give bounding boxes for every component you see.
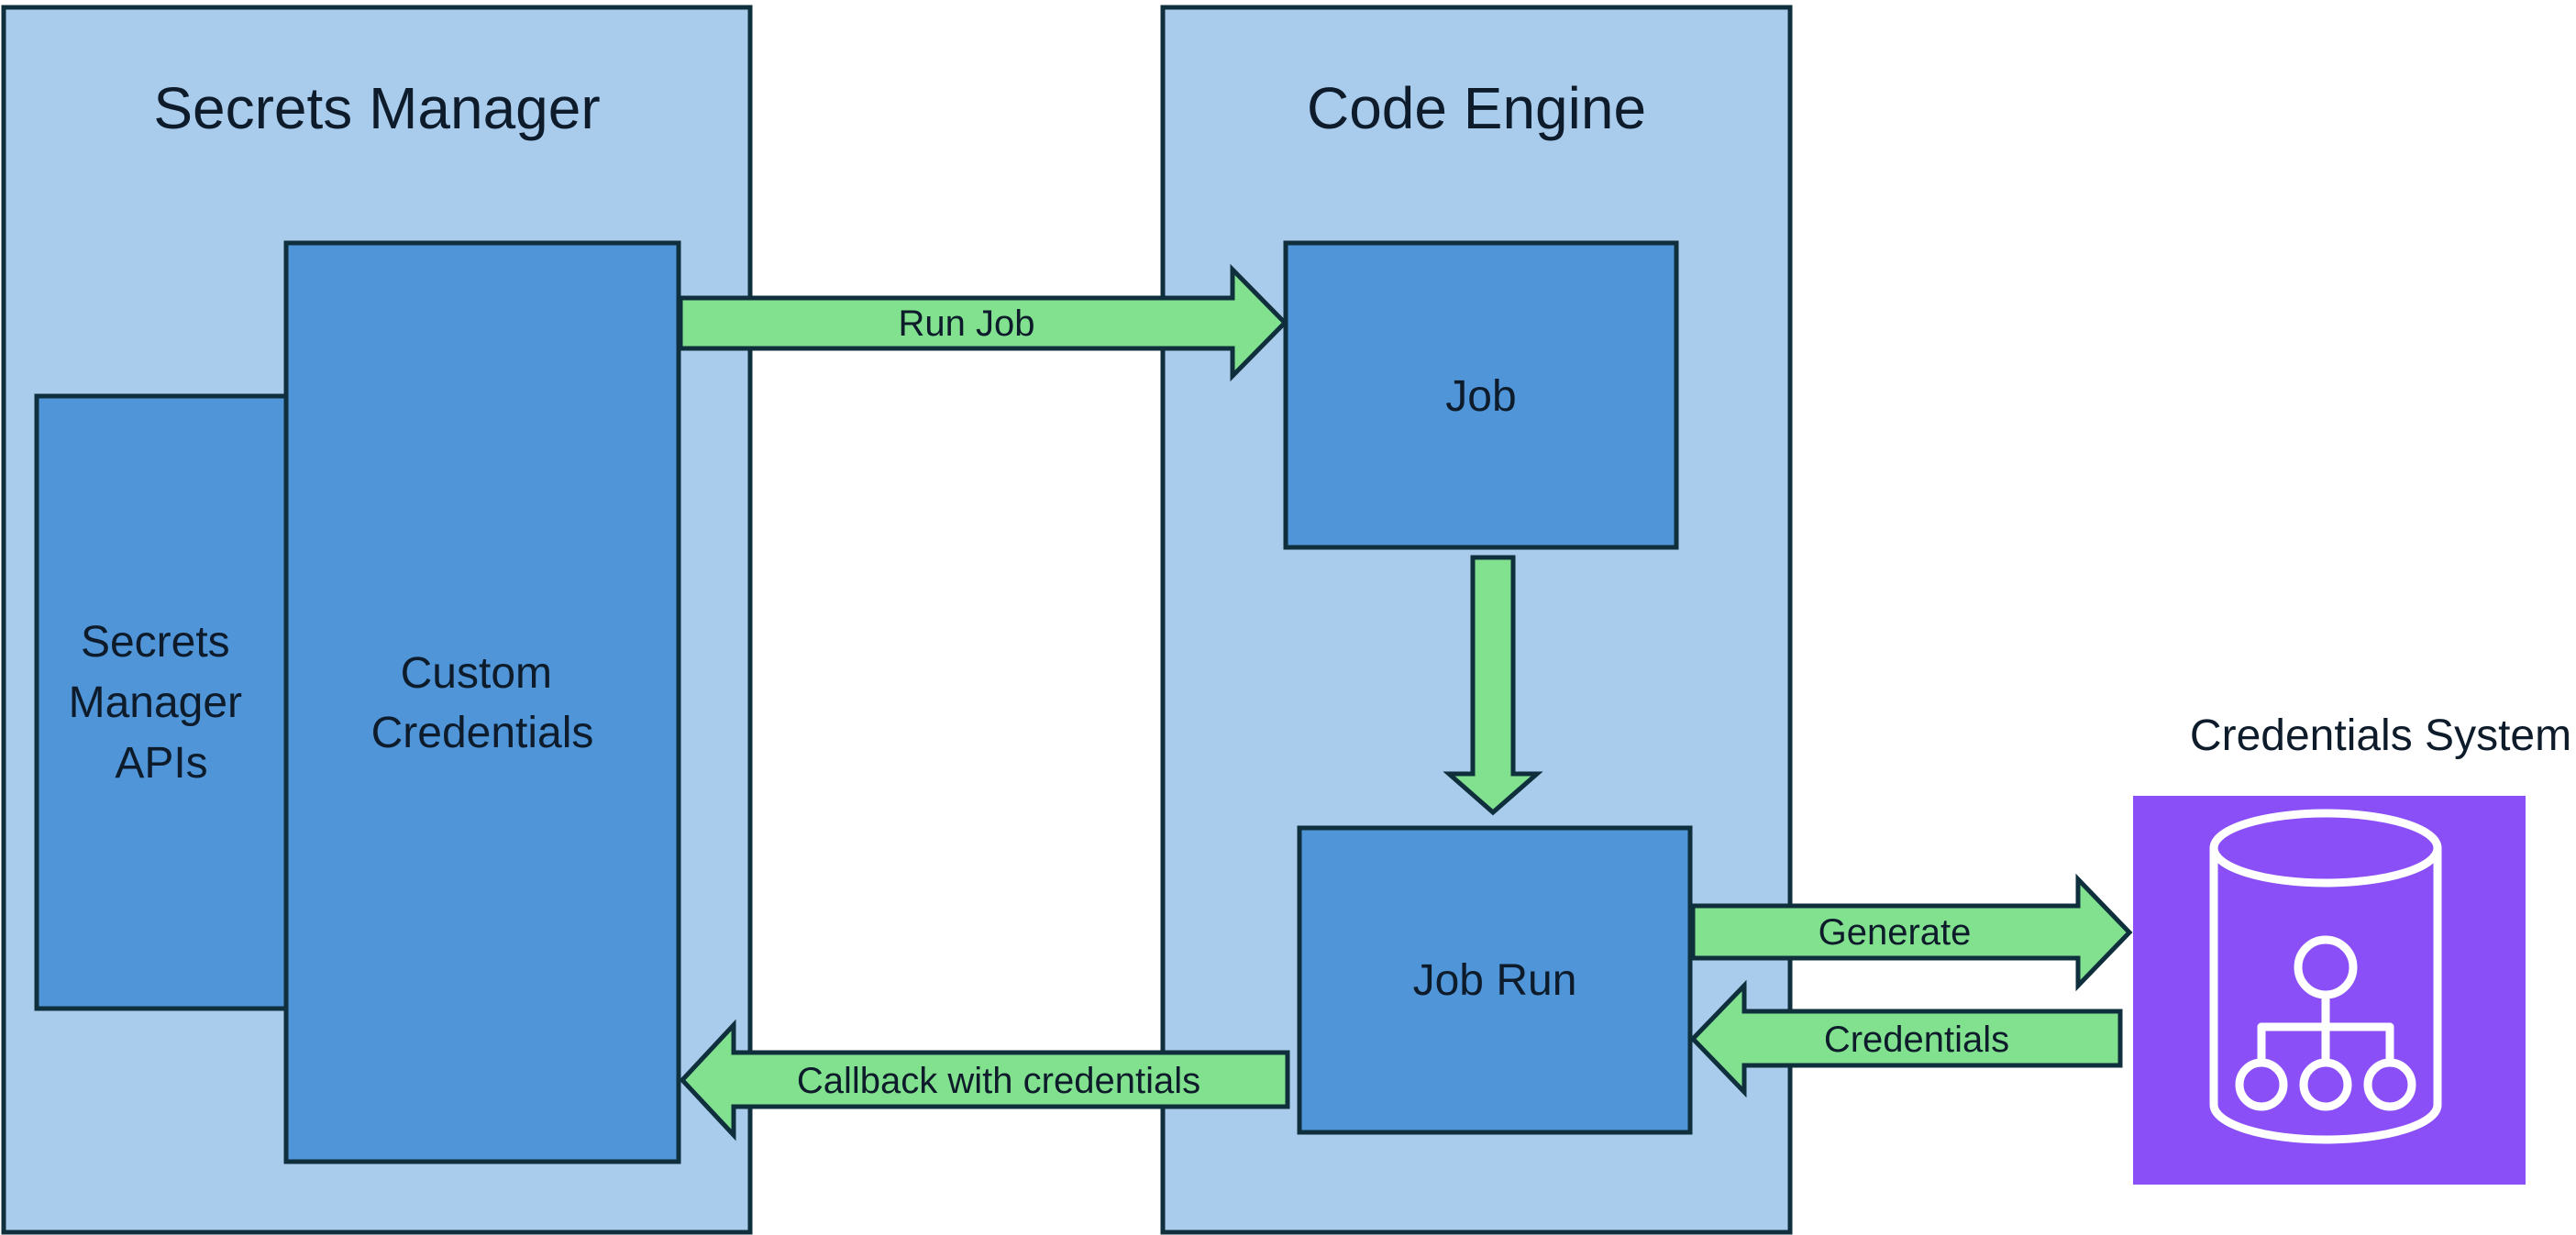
apis-label-line-2: Manager xyxy=(69,678,242,727)
run-job-arrow: Run Job xyxy=(678,263,1288,382)
custom-credentials-line-2: Credentials xyxy=(371,709,594,757)
secrets-manager-apis-box: Secrets Manager APIs xyxy=(34,393,291,1011)
credentials-arrow: Credentials xyxy=(1689,979,2123,1098)
callback-arrow: Callback with credentials xyxy=(679,1019,1290,1141)
secrets-manager-title: Secrets Manager xyxy=(153,75,600,141)
code-engine-title: Code Engine xyxy=(1307,75,1646,141)
apis-label-line-1: Secrets xyxy=(81,618,230,667)
job-box: Job xyxy=(1283,240,1679,550)
database-hierarchy-icon xyxy=(2209,809,2442,1144)
svg-text:Custom Credentials: Custom Credentials xyxy=(371,649,594,757)
credentials-system: Credentials System xyxy=(2133,711,2571,1185)
custom-credentials-box: Custom Credentials xyxy=(283,240,681,1164)
generate-arrow: Generate xyxy=(1690,873,2133,992)
credentials-system-tile xyxy=(2133,796,2526,1185)
credentials-label: Credentials xyxy=(1824,1020,2009,1060)
credentials-system-title: Credentials System xyxy=(2190,711,2571,760)
custom-credentials-line-1: Custom xyxy=(401,649,552,698)
apis-label-line-3: APIs xyxy=(115,739,207,788)
run-job-label: Run Job xyxy=(899,303,1035,344)
job-label: Job xyxy=(1445,372,1516,421)
svg-text:Secrets Manager AP: Secrets Manager APIs xyxy=(69,618,255,788)
callback-label: Callback with credentials xyxy=(797,1061,1200,1101)
generate-label: Generate xyxy=(1819,912,1972,953)
job-to-job-run-arrow xyxy=(1443,555,1543,816)
job-run-label: Job Run xyxy=(1413,956,1577,1005)
job-run-box: Job Run xyxy=(1297,825,1693,1135)
